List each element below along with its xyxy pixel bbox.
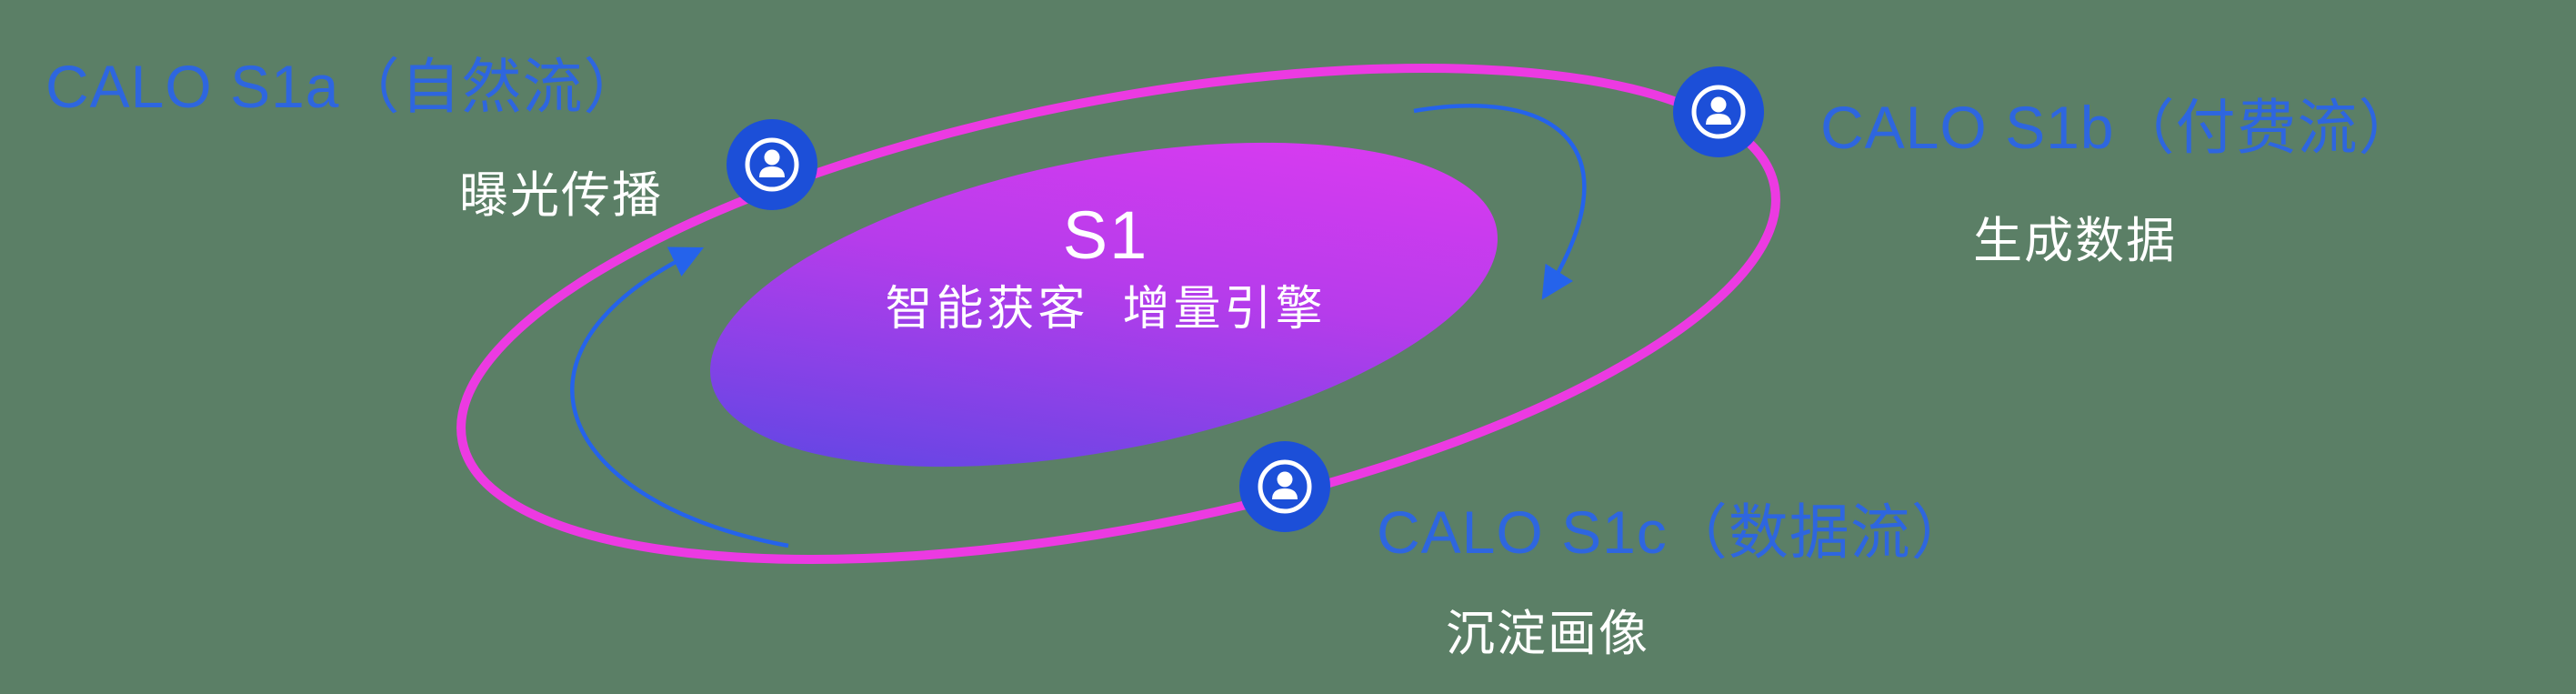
center-gradient-ellipse xyxy=(710,142,1498,468)
node-s1a-sublabel: 曝光传播 xyxy=(459,168,663,223)
outer-orbit-ellipse xyxy=(456,64,1780,564)
node-s1b-label: CALO S1b（付费流） xyxy=(1820,94,2420,161)
core-subtitle: 智能获客 增量引擎 xyxy=(885,283,1327,336)
node-s1a-label: CALO S1a（自然流） xyxy=(45,53,645,120)
node-s1c-sublabel: 沉淀画像 xyxy=(1446,607,1649,661)
core-title: S1 xyxy=(1062,197,1149,273)
node-s1b-sublabel: 生成数据 xyxy=(1973,214,2177,268)
flow-arrow-left xyxy=(570,246,789,548)
person-badge-icon xyxy=(1673,66,1764,157)
person-badge-icon xyxy=(1239,441,1330,532)
person-badge-icon xyxy=(727,119,817,210)
node-s1c-label: CALO S1c（数据流） xyxy=(1377,498,1972,566)
flow-arrow-top-right xyxy=(1413,104,1587,300)
core-text-group: S1 智能获客 增量引擎 xyxy=(833,197,1378,336)
